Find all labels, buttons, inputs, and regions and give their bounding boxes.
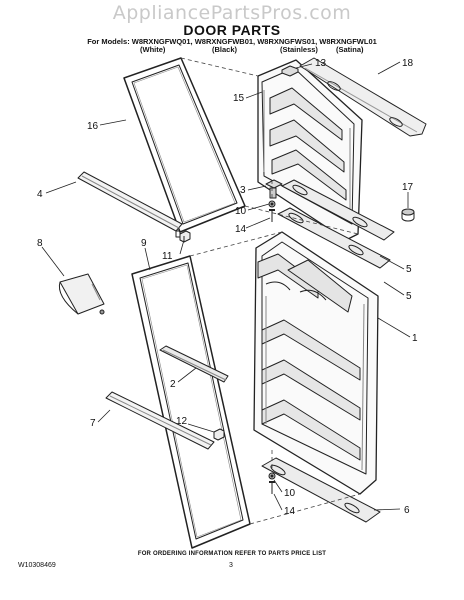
part-18-trim [299,57,427,137]
variant-white: (White) [140,45,166,54]
callout-18: 18 [402,58,414,69]
part-15-freezer-door [257,59,363,241]
callout-14-lower: 14 [284,506,296,517]
models-line: For Models: W8RXNGFWQ01, W8RXNGFWB01, W8… [87,37,377,46]
callout-15: 15 [233,93,245,104]
callout-1: 1 [412,333,418,344]
callout-4: 4 [37,189,43,200]
part-3-cam [265,179,283,199]
part-7-breaker-strip [105,391,215,450]
part-12-clip [213,428,225,441]
callout-12: 12 [176,416,188,427]
callout-2: 2 [170,379,176,390]
part-10-bushing-upper [268,200,276,208]
callout-13: 13 [315,58,327,69]
part-17-plug [401,208,415,222]
variant-satina: (Satina) [336,45,364,54]
part-8-bin [58,273,105,315]
callout-7: 7 [90,418,96,429]
callout-8: 8 [37,238,43,249]
part-13-hinge-cap [281,65,299,77]
part-14-screw-upper [269,209,275,222]
part-10-bushing-lower [268,472,276,480]
part-11-clip [179,230,191,243]
watermark: AppliancePartsPros.com [112,2,352,24]
callout-10-lower: 10 [284,488,296,499]
part-14-screw-lower [269,481,275,494]
page-title: DOOR PARTS [183,22,281,38]
document-number: W10308469 [18,562,56,569]
part-2-breaker [159,345,229,383]
callout-14-upper: 14 [235,224,247,235]
ordering-footer: FOR ORDERING INFORMATION REFER TO PARTS … [137,551,327,557]
callout-9: 9 [141,238,147,249]
part-5-handle-top [281,179,395,241]
part-1-fresh-food-door [253,231,379,495]
callout-5-bottom: 5 [406,291,412,302]
variant-black: (Black) [212,45,238,54]
page-number: 3 [229,562,233,569]
callout-17: 17 [402,182,414,193]
part-5-handle-bottom [277,207,391,269]
callout-3: 3 [240,185,246,196]
part-9-lower-gasket [131,255,251,549]
callout-6: 6 [404,505,410,516]
callout-10-upper: 10 [235,206,247,217]
variant-stainless: (Stainless) [280,45,318,54]
callout-11: 11 [162,251,173,262]
part-6-bottom-hinge [261,457,381,523]
callout-16: 16 [87,121,99,132]
callout-5-top: 5 [406,264,412,275]
